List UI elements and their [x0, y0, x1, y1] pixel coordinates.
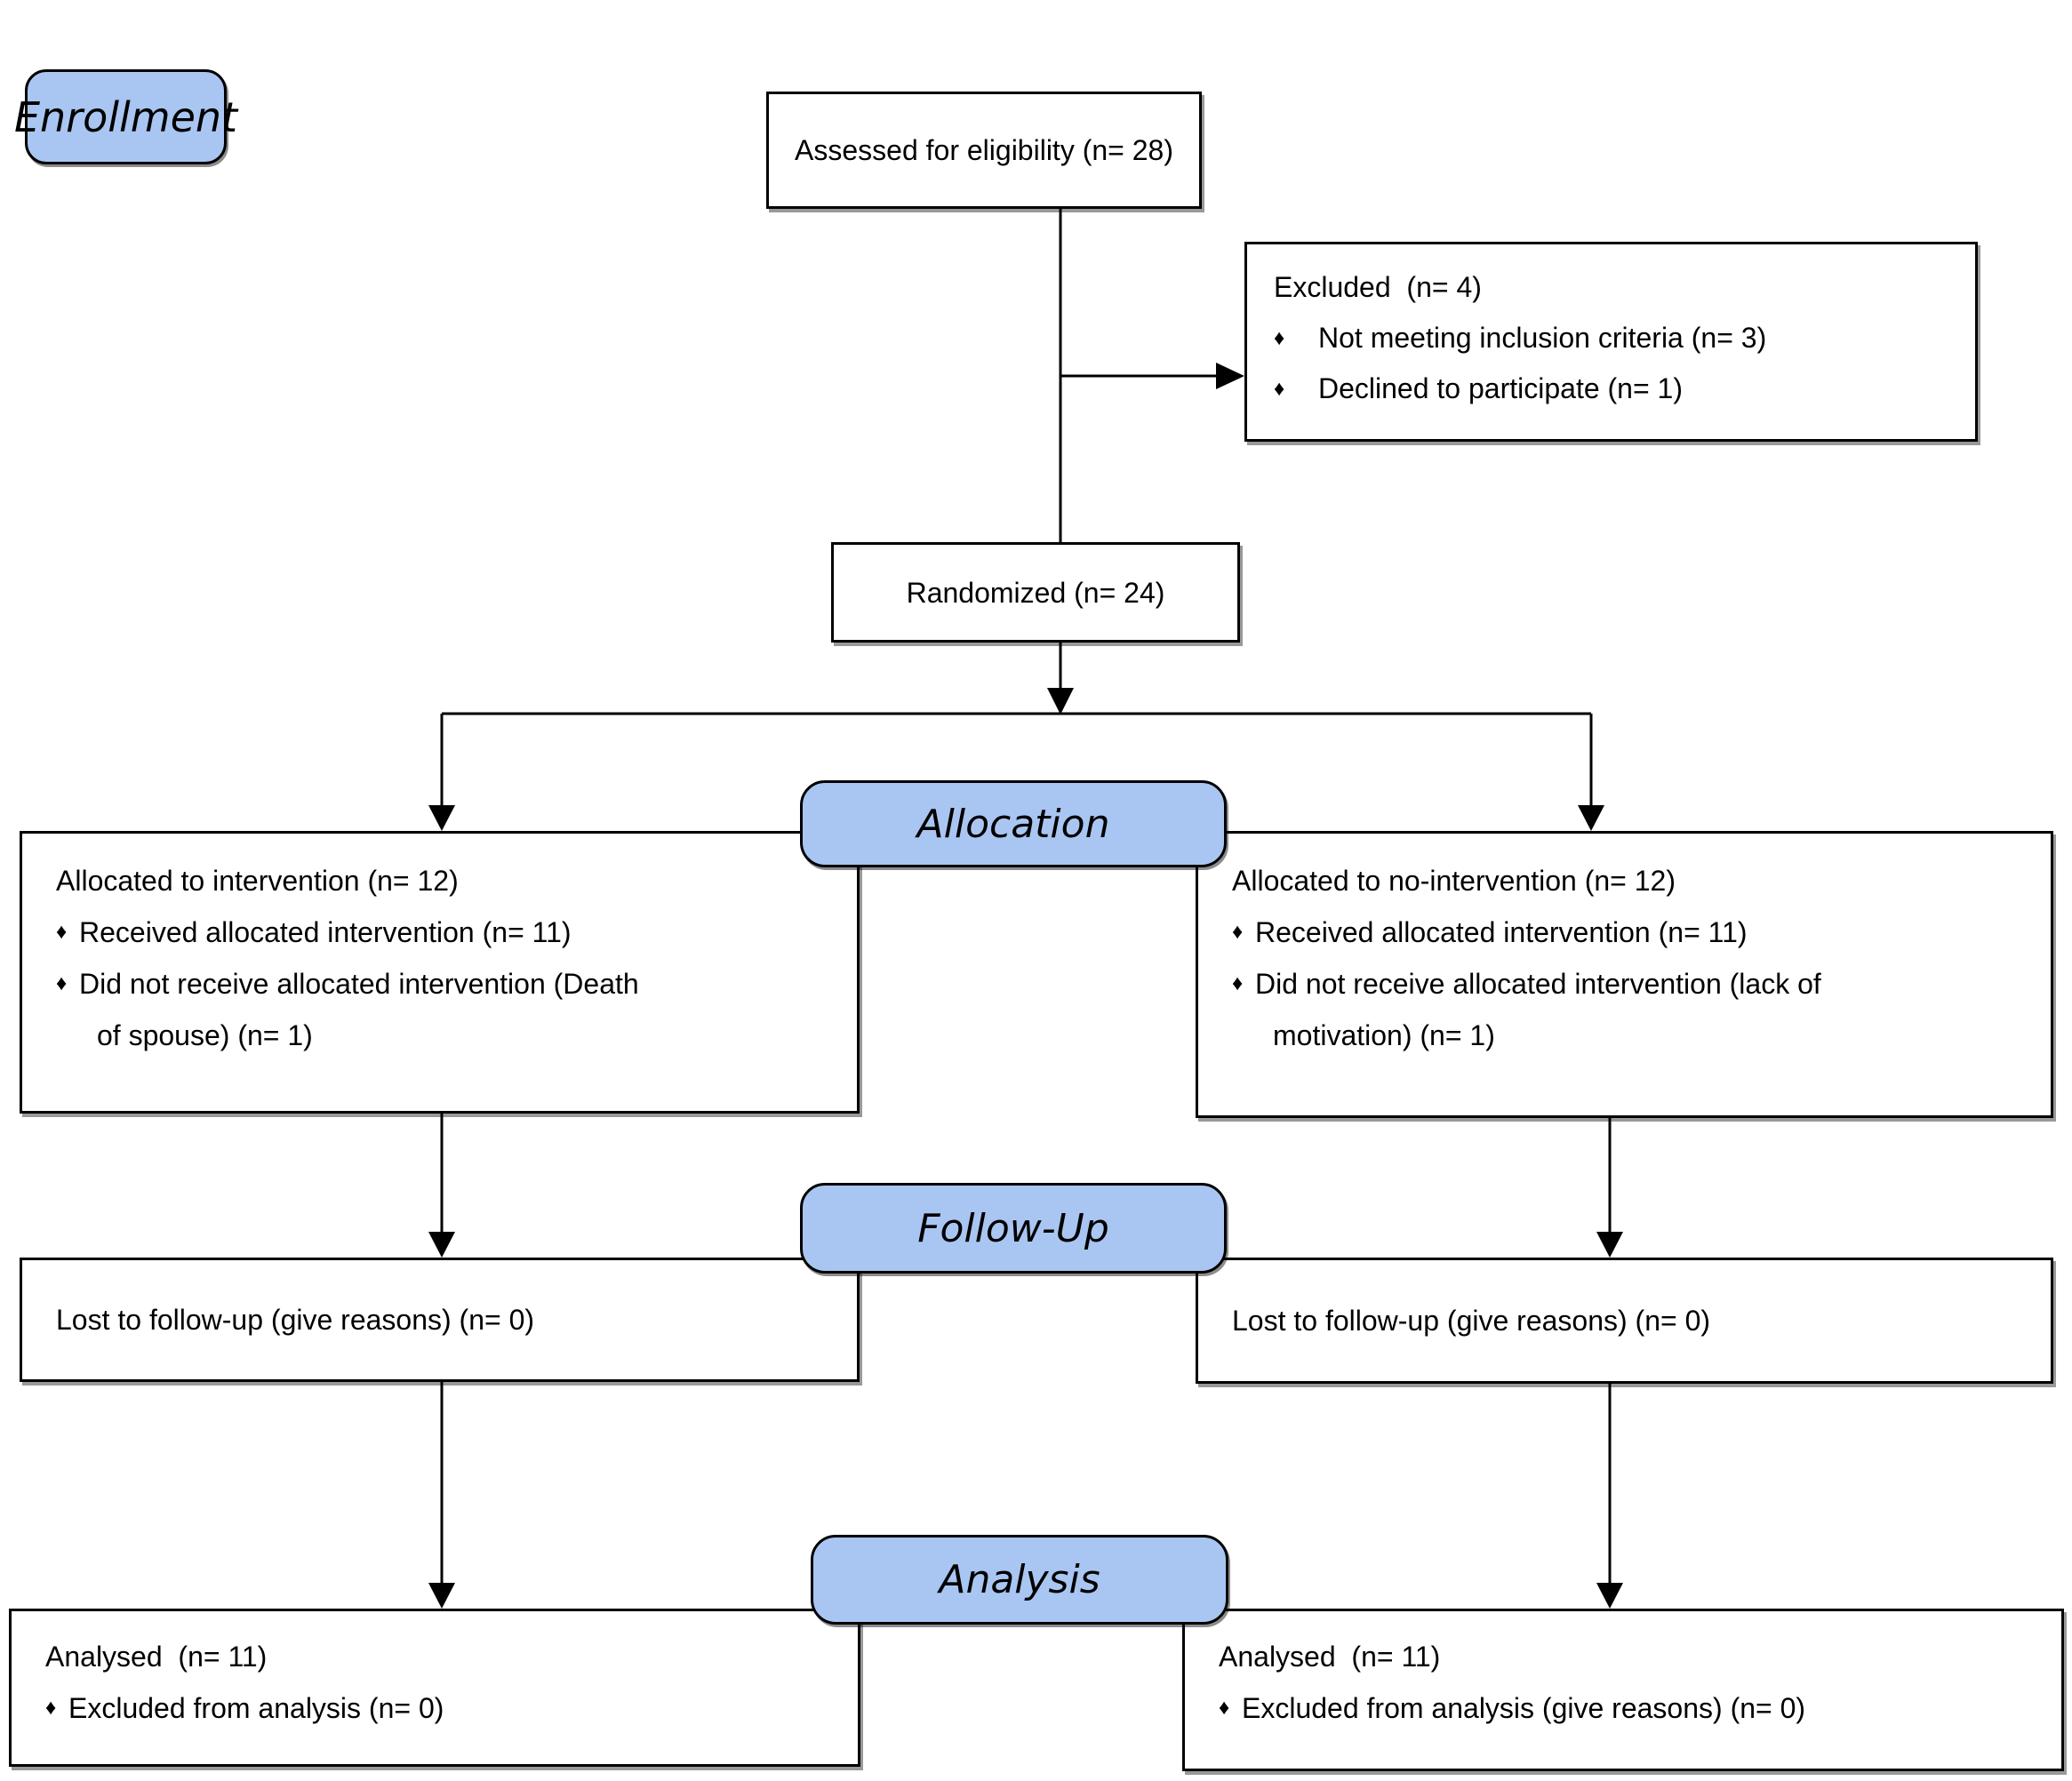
allocation-stage-text: Allocation: [916, 801, 1110, 847]
assessed-text: Assessed for eligibility (n= 28): [795, 134, 1173, 166]
excluded-bullet-2-text: Declined to participate (n= 1): [1318, 372, 1683, 404]
bullet-diamond-icon: ♦: [1274, 326, 1285, 350]
analysis-right-box: Analysed (n= 11) ♦ Excluded from analysi…: [1182, 1609, 2064, 1771]
bullet-diamond-icon: ♦: [1232, 971, 1244, 995]
allocation-stage-label: Allocation: [800, 780, 1227, 867]
followup-right-text: Lost to follow-up (give reasons) (n= 0): [1232, 1305, 1711, 1337]
allocation-left-bullet-2: ♦ Did not receive allocated intervention…: [56, 958, 836, 1010]
followup-left-text: Lost to follow-up (give reasons) (n= 0): [56, 1304, 535, 1336]
analysis-right-bullet-1-text: Excluded from analysis (give reasons) (n…: [1242, 1692, 1806, 1724]
enrollment-stage-label: Enrollment: [14, 69, 237, 164]
allocation-right-bullet-1: ♦ Received allocated intervention (n= 11…: [1232, 906, 2029, 958]
arrowhead-split: [1047, 688, 1074, 715]
followup-lost-right-box: Lost to follow-up (give reasons) (n= 0): [1196, 1258, 2053, 1384]
excluded-title: Excluded (n= 4): [1274, 271, 1482, 303]
analysis-right-title: Analysed (n= 11): [1219, 1641, 1441, 1673]
followup-lost-left-box: Lost to follow-up (give reasons) (n= 0): [20, 1258, 860, 1382]
arrowhead-analysis-left: [428, 1583, 455, 1609]
analysis-left-box: Analysed (n= 11) ♦ Excluded from analysi…: [9, 1609, 860, 1767]
analysis-left-title: Analysed (n= 11): [45, 1641, 268, 1673]
analysis-left-bullet-1-text: Excluded from analysis (n= 0): [68, 1692, 444, 1724]
bullet-diamond-icon: ♦: [45, 1696, 57, 1720]
arrowhead-analysis-right: [1596, 1583, 1623, 1609]
allocation-right-bullet-2-text: Did not receive allocated intervention (…: [1255, 968, 1821, 1000]
bullet-diamond-icon: ♦: [56, 920, 68, 944]
arrowhead-allocation-left: [428, 805, 455, 831]
assessed-box: Assessed for eligibility (n= 28): [766, 92, 1202, 209]
followup-stage-text: Follow-Up: [917, 1205, 1109, 1251]
allocation-right-bullet-2: ♦ Did not receive allocated intervention…: [1232, 958, 2029, 1010]
excluded-bullet-1-text: Not meeting inclusion criteria (n= 3): [1318, 322, 1767, 354]
bullet-diamond-icon: ♦: [1274, 377, 1285, 401]
randomized-text: Randomized (n= 24): [906, 576, 1165, 609]
bullet-diamond-icon: ♦: [1219, 1696, 1230, 1720]
excluded-bullet-2: ♦ Declined to participate (n= 1): [1274, 363, 1954, 414]
followup-stage-label: Follow-Up: [800, 1183, 1227, 1274]
analysis-stage-text: Analysis: [939, 1557, 1100, 1602]
bullet-diamond-icon: ♦: [56, 971, 68, 995]
allocation-no-intervention-box: Allocated to no-intervention (n= 12) ♦ R…: [1196, 831, 2053, 1118]
excluded-bullet-1: ♦ Not meeting inclusion criteria (n= 3): [1274, 313, 1954, 363]
allocation-right-bullet-2-continuation: motivation) (n= 1): [1273, 1019, 1495, 1051]
arrowhead-excluded: [1216, 363, 1244, 389]
allocation-left-bullet-1-text: Received allocated intervention (n= 11): [79, 916, 572, 948]
bullet-diamond-icon: ♦: [1232, 920, 1244, 944]
allocation-left-bullet-2-continuation: of spouse) (n= 1): [97, 1019, 313, 1051]
arrowhead-allocation-right: [1578, 805, 1604, 831]
allocation-left-title: Allocated to intervention (n= 12): [56, 865, 459, 897]
analysis-left-bullet-1: ♦ Excluded from analysis (n= 0): [45, 1682, 836, 1734]
analysis-stage-label: Analysis: [811, 1535, 1228, 1625]
randomized-box: Randomized (n= 24): [831, 542, 1240, 643]
excluded-box: Excluded (n= 4) ♦ Not meeting inclusion …: [1244, 242, 1978, 442]
arrowhead-followup-right: [1596, 1232, 1623, 1258]
arrowhead-followup-left: [428, 1232, 455, 1258]
allocation-left-bullet-2-text: Did not receive allocated intervention (…: [79, 968, 639, 1000]
enrollment-stage-text: Enrollment: [13, 92, 238, 141]
allocation-right-bullet-1-text: Received allocated intervention (n= 11): [1255, 916, 1748, 948]
analysis-right-bullet-1: ♦ Excluded from analysis (give reasons) …: [1219, 1682, 2040, 1734]
allocation-right-title: Allocated to no-intervention (n= 12): [1232, 865, 1676, 897]
allocation-intervention-box: Allocated to intervention (n= 12) ♦ Rece…: [20, 831, 860, 1114]
allocation-left-bullet-1: ♦ Received allocated intervention (n= 11…: [56, 906, 836, 958]
